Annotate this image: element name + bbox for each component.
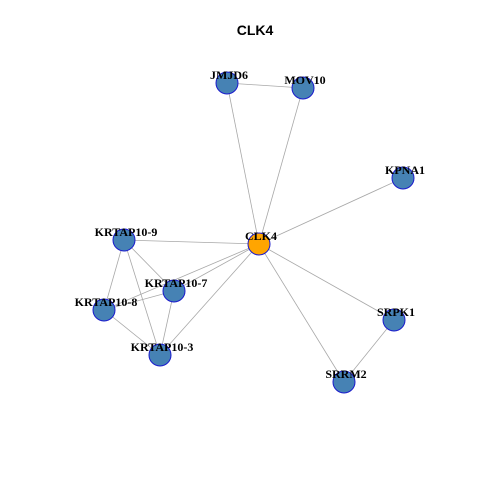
edge-clk4-mov10: [258, 87, 304, 245]
nodes-layer: CLK4 JMJD6 MOV10KPNA1KRTAP10-9KRTAP10-7KRT…: [75, 68, 425, 394]
edge-clk4-krtap10-3: [159, 243, 260, 356]
node-circle[interactable]: [215, 71, 239, 95]
edge-krtap10-9-krtap10-7: [123, 239, 175, 292]
edge-krtap10-8-krtap10-7: [103, 290, 175, 311]
node-krtap10-3[interactable]: KRTAP10-3: [131, 340, 194, 367]
node-label: KPNA1: [385, 163, 425, 177]
node-krtap10-9[interactable]: KRTAP10-9: [95, 225, 158, 252]
node-label: CLK4: [245, 229, 277, 243]
node-circle[interactable]: [112, 228, 136, 252]
node-srpk1[interactable]: SRPK1: [377, 305, 415, 332]
edge-clk4-krtap10-7: [173, 243, 260, 292]
node-circle[interactable]: [148, 343, 172, 367]
edge-krtap10-8-krtap10-3: [103, 309, 161, 356]
node-label: SRRM2: [325, 367, 366, 381]
node-label: KRTAP10-3: [131, 340, 194, 354]
edge-krtap10-9-krtap10-3: [123, 239, 161, 356]
node-srrm2[interactable]: SRRM2: [325, 367, 367, 394]
node-clk4[interactable]: CLK4: [245, 229, 277, 256]
edges-layer: [103, 82, 404, 383]
node-circle[interactable]: [332, 370, 356, 394]
node-circle[interactable]: [92, 298, 116, 322]
node-krtap10-8[interactable]: KRTAP10-8: [75, 295, 138, 322]
node-circle[interactable]: [162, 279, 186, 303]
node-circle[interactable]: [391, 166, 415, 190]
node-label: MOV10: [284, 73, 325, 87]
edge-clk4-jmjd6: [226, 82, 260, 245]
edge-jmjd6-mov10: [226, 82, 304, 89]
diagram-title: CLK4: [237, 22, 274, 38]
node-label: KRTAP10-7: [145, 276, 208, 290]
node-mov10[interactable]: MOV10: [284, 73, 326, 100]
edge-clk4-kpna1: [258, 177, 404, 245]
node-label: KRTAP10-8: [75, 295, 138, 309]
edge-clk4-srrm2: [258, 243, 345, 383]
node-label: JMJD6: [210, 68, 248, 82]
edge-krtap10-9-krtap10-8: [103, 239, 125, 311]
node-circle[interactable]: [247, 232, 271, 256]
node-label: SRPK1: [377, 305, 415, 319]
edge-srpk1-srrm2: [343, 319, 395, 383]
node-circle[interactable]: [382, 308, 406, 332]
node-jmjd6[interactable]: JMJD6: [210, 68, 248, 95]
node-krtap10-7[interactable]: KRTAP10-7: [145, 276, 208, 303]
node-circle[interactable]: [291, 76, 315, 100]
edge-clk4-srpk1: [258, 243, 395, 321]
node-kpna1[interactable]: KPNA1: [385, 163, 425, 190]
edge-clk4-krtap10-9: [123, 239, 260, 245]
node-label: KRTAP10-9: [95, 225, 158, 239]
edge-clk4-krtap10-8: [103, 243, 260, 311]
